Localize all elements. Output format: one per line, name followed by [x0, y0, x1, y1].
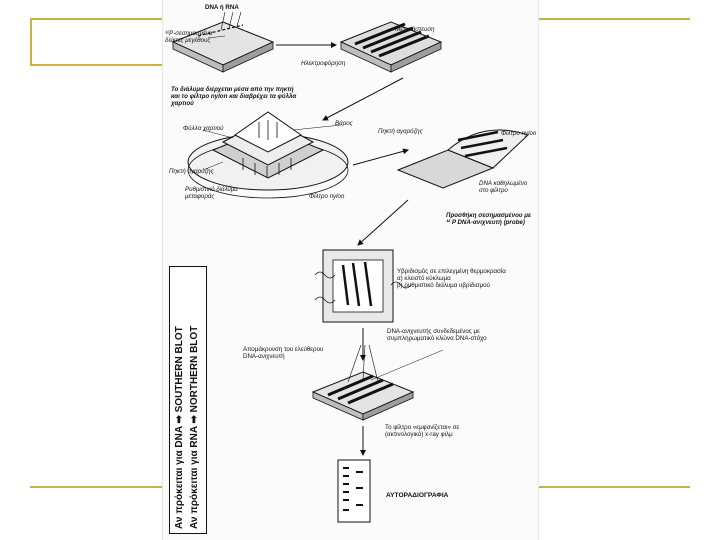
southern-blot-text: Αν πρόκειται για DNA ➡ SOUTHERN BLOT: [174, 326, 185, 529]
label-autoradiography: ΑΥΤΟΡΑΔΙΟΓΡΑΦΙΑ: [386, 492, 449, 499]
washed-filter: [311, 344, 415, 421]
arrow-to-transfer: [322, 77, 404, 121]
label-nylon-filter-top: Φίλτρο nylon: [501, 130, 537, 137]
top-decor-frame: [30, 18, 180, 66]
label-paper-sheets: Φύλλα χαρτιού: [183, 125, 224, 132]
label-probe-bound: DNA-ανιχνευτής συνδεδεμένος με συμπληρωμ…: [387, 328, 487, 342]
leader-line: [202, 161, 224, 171]
gel-slab-bands: [339, 21, 443, 73]
arrow-to-filter: [352, 148, 409, 166]
label-add-probe: Προσθήκη σεσημασμένου με ³² P DNA-ανιχνε…: [446, 212, 531, 226]
label-xray: Το φίλτρο «εμφανίζεται» σε (ακτινολογικό…: [385, 424, 460, 438]
leader-line: [292, 124, 342, 131]
label-remove-probe: Απομάκρυνση του ελεύθερου DNA-ανιχνευτή: [243, 346, 324, 360]
leader-line: [207, 35, 226, 39]
autoradiograph-film: [337, 459, 371, 523]
label-solution-flow: Το διάλυμα διέρχεται μέσα από την πηκτή …: [171, 86, 297, 107]
leader-line: [202, 129, 234, 139]
label-dna-rna: DNA ή RNA: [205, 4, 239, 11]
blot-type-box: Αν πρόκειται για DNA ➡ SOUTHERN BLOT Αν …: [169, 266, 207, 534]
leader-line: [370, 349, 444, 381]
arrow-to-hybridization: [357, 199, 409, 246]
label-weight: Βάρος: [335, 120, 353, 127]
label-electrophoresis: Ηλεκτροφόρηση: [301, 60, 346, 67]
label-dna-bound: DNA καθηλωμένο στο φίλτρο: [479, 180, 528, 194]
gel-and-filter: [396, 129, 529, 189]
label-agarose-gel-top: Πηκτή αγαρόζης: [378, 128, 423, 135]
label-nylon-filter-bottom: Φίλτρο nylon: [309, 193, 345, 200]
diagram-drawings: [171, 11, 529, 523]
transfer-apparatus: [187, 111, 349, 199]
southern-blot-figure: DNA ή RNA ³²P-σεσημασμένα δείκτες μεγέθο…: [163, 0, 538, 540]
northern-blot-text: Αν πρόκειται για RNA ➡ NORTHERN BLOT: [189, 325, 200, 529]
label-agarose-gel-left: Πηκτή αγαρόζης: [169, 168, 214, 175]
gel-slab-step1: [171, 11, 275, 73]
label-radiolabeled-fragments: ³²P-σεσημασμένα δείκτες μεγέθους: [165, 30, 213, 44]
hybridization-bag: [314, 249, 412, 323]
label-hybridization: Υβριδισμός σε επιλεγμένη θερμοκρασία α) …: [397, 268, 506, 289]
label-migration: Μετανάστευση: [395, 26, 435, 33]
label-transfer-buffer: Ρυθμιστικό διάλυμα μεταφοράς: [185, 186, 238, 200]
